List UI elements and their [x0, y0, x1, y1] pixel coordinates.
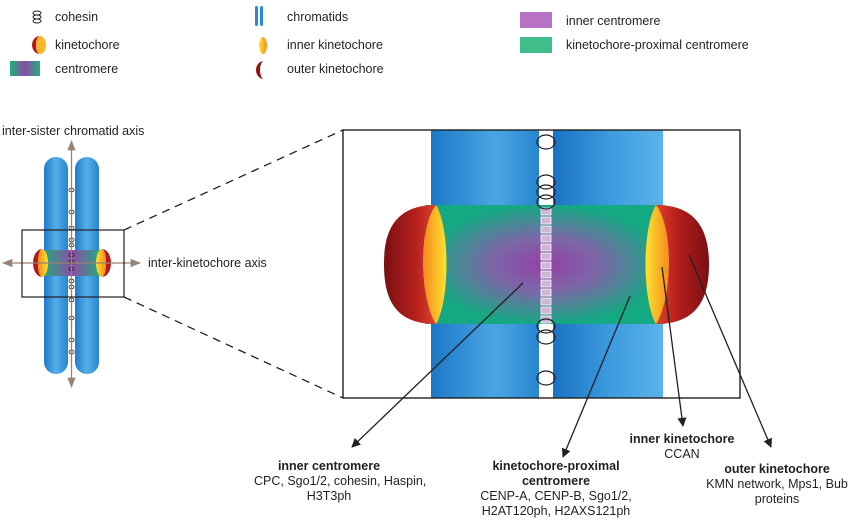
legend-centromere-label: centromere: [55, 62, 119, 76]
inner-kinetochore-icon: [259, 37, 267, 54]
callout-inner-centromere: inner centromere CPC, Sgo1/2, cohesin, H…: [254, 459, 427, 504]
callout-inner-kinetochore-title: inner kinetochore: [629, 432, 735, 446]
callout-proximal-centromere: kinetochore-proximal centromere CENP-A, …: [476, 459, 636, 519]
callout-inner-kinetochore: inner kinetochore CCAN: [622, 432, 742, 462]
inter-sister-axis-label: inter-sister chromatid axis: [2, 124, 145, 138]
legend-outer-kinetochore-label: outer kinetochore: [287, 62, 384, 76]
proximal-centromere-swatch-icon: [520, 37, 552, 53]
legend-inner-centromere-label: inner centromere: [566, 14, 661, 28]
pointer-inner-centromere: [351, 282, 524, 448]
callout-outer-kinetochore-line1: KMN network, Mps1, Bub: [706, 477, 848, 491]
callout-outer-kinetochore-line2: proteins: [754, 492, 800, 506]
callout-inner-kinetochore-line1: CCAN: [664, 447, 700, 461]
callout-outer-kinetochore-title: outer kinetochore: [724, 462, 830, 476]
callout-outer-kinetochore: outer kinetochore KMN network, Mps1, Bub…: [702, 462, 852, 507]
legend-proximal-centromere-label: kinetochore-proximal centromere: [566, 38, 749, 52]
inner-kinetochore-left: [423, 205, 447, 324]
legend-cohesin-label: cohesin: [55, 10, 99, 24]
callout-inner-centromere-line1: CPC, Sgo1/2, cohesin, Haspin,: [254, 474, 427, 488]
callout-proximal-line2: H2AT120ph, H2AXS121ph: [481, 504, 631, 518]
outer-kinetochore-right: [656, 205, 709, 324]
zoom-line-bottom: [123, 296, 344, 399]
chromatids-icon: [255, 6, 263, 26]
legend-chromatids-label: chromatids: [287, 10, 349, 24]
kinetochore-icon: [32, 36, 46, 54]
cohesin-icon: [32, 10, 42, 24]
legend-kinetochore-label: kinetochore: [55, 38, 120, 52]
legend-inner-kinetochore-label: inner kinetochore: [287, 38, 383, 52]
inter-kinetochore-axis-label: inter-kinetochore axis: [148, 256, 267, 270]
pointer-proximal-centromere: [561, 295, 631, 458]
inner-centromere-swatch-icon: [520, 12, 552, 28]
zoomed-frame: [342, 129, 741, 399]
legend: [10, 6, 552, 79]
pointer-inner-kinetochore: [661, 266, 687, 427]
zoomed-view: [342, 129, 741, 399]
callout-proximal-line1: CENP-A, CENP-B, Sgo1/2,: [480, 489, 632, 503]
cohesin-rings: [536, 134, 556, 386]
pointer-outer-kinetochore: [688, 254, 772, 448]
callout-inner-centromere-title: inner centromere: [277, 459, 381, 473]
callout-proximal-title-line1: kinetochore-proximal: [492, 459, 620, 473]
outer-kinetochore-icon: [256, 61, 264, 79]
zoom-line-top: [123, 129, 344, 231]
zoom-region-box: [21, 229, 125, 298]
small-chromosome: [1, 139, 142, 389]
outer-kinetochore-left: [384, 205, 436, 324]
callout-proximal-title-line2: centromere: [521, 474, 591, 488]
centromere-swatch-icon: [10, 61, 40, 76]
callout-inner-centromere-line2: H3T3ph: [306, 489, 352, 503]
callout-pointers: [351, 254, 772, 458]
inner-kinetochore-right: [645, 205, 669, 324]
